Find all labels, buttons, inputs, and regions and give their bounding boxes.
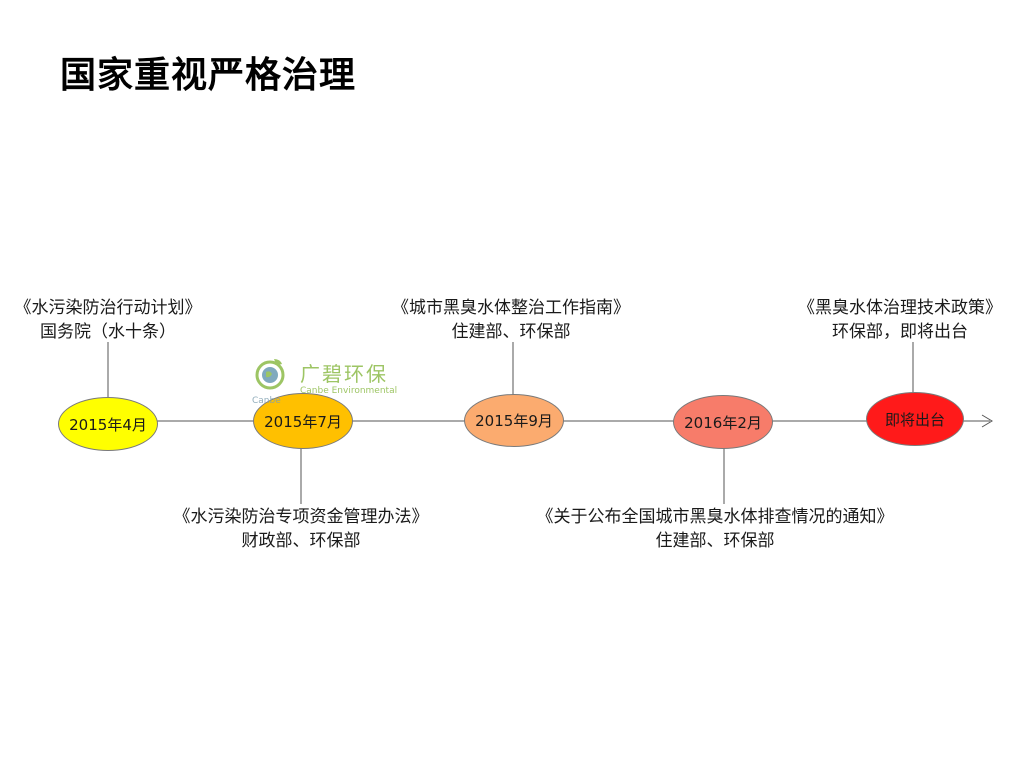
event-title: 《水污染防治行动计划》 (14, 298, 202, 318)
page-title: 国家重视严格治理 (60, 55, 357, 96)
event-survey-notice: 《关于公布全国城市黑臭水体排查情况的通知》 住建部、环保部 (537, 505, 894, 553)
watermark-name-en: Canbe Environmental (300, 386, 398, 396)
event-title: 《城市黑臭水体整治工作指南》 (392, 298, 630, 318)
event-issuer: 住建部、环保部 (451, 322, 571, 342)
event-title: 《水污染防治专项资金管理办法》 (173, 507, 429, 527)
event-issuer: 住建部、环保部 (655, 531, 775, 551)
timeline-node-2015-09: 2015年9月 (464, 394, 564, 447)
event-special-fund-measures: 《水污染防治专项资金管理办法》 财政部、环保部 (174, 505, 429, 553)
node-label: 2015年9月 (475, 412, 553, 430)
event-title: 《黑臭水体治理技术政策》 (798, 298, 1002, 318)
watermark-name-cn: 广碧环保 (300, 362, 388, 386)
node-label: 2015年7月 (264, 412, 342, 431)
timeline-arrow-icon (981, 414, 993, 428)
event-water-pollution-action-plan: 《水污染防治行动计划》 国务院（水十条） (15, 296, 202, 344)
watermark-short: Canbe (252, 396, 281, 406)
globe-leaf-icon (255, 359, 285, 390)
event-black-odorous-water-guide: 《城市黑臭水体整治工作指南》 住建部、环保部 (392, 296, 630, 344)
event-issuer: 国务院（水十条） (40, 322, 176, 342)
timeline-node-2015-07: 2015年7月 (253, 393, 353, 449)
event-title: 《关于公布全国城市黑臭水体排查情况的通知》 (536, 507, 894, 527)
timeline-node-2015-04: 2015年4月 (58, 397, 158, 451)
timeline-node-2016-02: 2016年2月 (673, 395, 773, 449)
timeline-node-upcoming: 即将出台 (866, 392, 964, 446)
event-issuer: 环保部，即将出台 (832, 322, 968, 342)
event-technical-policy: 《黑臭水体治理技术政策》 环保部，即将出台 (798, 296, 1002, 344)
node-label: 即将出台 (884, 410, 945, 429)
event-issuer: 财政部、环保部 (241, 531, 361, 551)
node-label: 2015年4月 (69, 415, 147, 434)
node-label: 2016年2月 (684, 413, 762, 432)
watermark-logo: 广碧环保 Canbe Environmental Canbe (252, 352, 402, 412)
